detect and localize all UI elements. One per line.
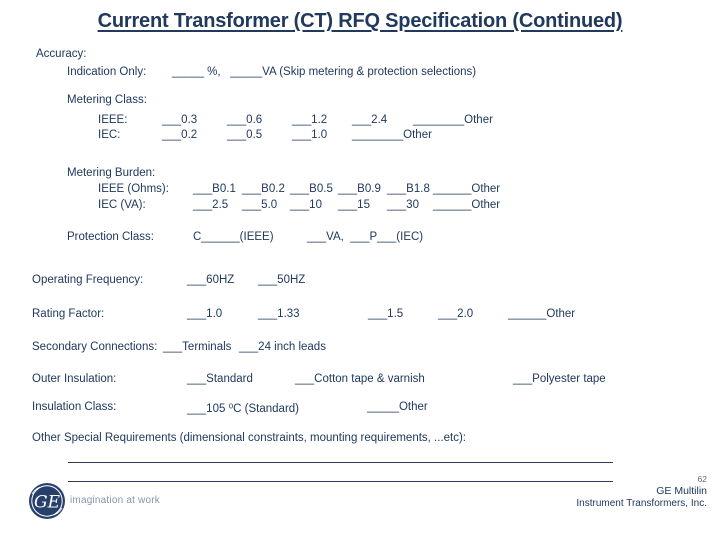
page-number: 62 [697, 474, 707, 484]
option: ___30 [387, 199, 419, 211]
form-row-protection-class: Protection Class: C______(IEEE) ___VA, _… [0, 231, 720, 247]
other-special-label: Other Special Requirements (dimensional … [32, 432, 467, 444]
metering-burden-label: Metering Burden: [67, 167, 156, 179]
option: ___0.3 [162, 114, 198, 126]
option: ___Polyester tape [513, 373, 606, 385]
metering-class-iec-label: IEC: [98, 129, 121, 141]
metering-class-ieee-label: IEEE: [98, 114, 128, 126]
footer-brand-line2: Instrument Transformers, Inc. [576, 498, 707, 509]
option: ___2.0 [438, 308, 474, 320]
option: ___5.0 [242, 199, 278, 211]
footer-brand-line1: GE Multilin [656, 485, 707, 497]
indication-only-label: Indication Only: [67, 66, 147, 78]
protection-class-ieee-value: C______(IEEE) [193, 231, 274, 243]
option: ___0.2 [162, 129, 198, 141]
option: ___0.5 [227, 129, 263, 141]
protection-class-label: Protection Class: [67, 231, 154, 243]
operating-frequency-label: Operating Frequency: [32, 274, 144, 286]
write-in-line-2 [68, 481, 613, 482]
option: ___24 inch leads [239, 341, 326, 353]
form-row-operating-frequency: Operating Frequency: ___60HZ ___50HZ [0, 274, 720, 290]
secondary-connections-label: Secondary Connections: [32, 341, 158, 353]
form-row-insulation-class: Insulation Class: ___105 ⁰C (Standard) _… [0, 401, 720, 417]
form-row-indication-only: Indication Only: _____ %, _____VA (Skip … [0, 66, 720, 82]
ge-tagline: imagination at work [70, 495, 160, 506]
svg-text:GE: GE [34, 493, 61, 513]
outer-insulation-label: Outer Insulation: [32, 373, 117, 385]
option: ______Other [433, 183, 501, 195]
option: ___1.0 [187, 308, 223, 320]
form-row-metering-class-ieee: IEEE: ___0.3 ___0.6 ___1.2 ___2.4 ______… [0, 114, 720, 130]
form-row-other-special: Other Special Requirements (dimensional … [0, 432, 720, 448]
option: ______Other [433, 199, 501, 211]
form-row-outer-insulation: Outer Insulation: ___Standard ___Cotton … [0, 373, 720, 389]
protection-class-iec-value: ___VA, ___P___(IEC) [307, 231, 424, 243]
form-row-metering-burden: Metering Burden: [0, 167, 720, 183]
ge-monogram-icon: GE [29, 483, 65, 519]
insulation-class-label: Insulation Class: [32, 401, 117, 413]
option: ___60HZ [187, 274, 235, 286]
form-row-metering-class-iec: IEC: ___0.2 ___0.5 ___1.0 ________Other [0, 129, 720, 145]
option: ___1.2 [292, 114, 328, 126]
indication-only-value: _____ %, _____VA (Skip metering & protec… [172, 66, 477, 78]
burden-iec-label: IEC (VA): [98, 199, 146, 211]
page-title: Current Transformer (CT) RFQ Specificati… [97, 10, 623, 32]
form-row-rating-factor: Rating Factor: ___1.0 ___1.33 ___1.5 ___… [0, 308, 720, 324]
option: ___15 [338, 199, 370, 211]
option: ___Terminals [163, 341, 232, 353]
option: ___B0.1 [193, 183, 236, 195]
write-in-line-1 [68, 462, 613, 463]
option: ___2.4 [352, 114, 388, 126]
option: ___105 ⁰C (Standard) [187, 403, 300, 415]
option: ___1.33 [258, 308, 300, 320]
option: ___Standard [187, 373, 253, 385]
option: ___B0.9 [338, 183, 381, 195]
form-row-burden-iec: IEC (VA): ___2.5 ___5.0 ___10 ___15 ___3… [0, 199, 720, 215]
option: ___2.5 [193, 199, 229, 211]
option: ___1.0 [292, 129, 328, 141]
option: ___10 [290, 199, 322, 211]
form-row-accuracy: Accuracy: [0, 48, 720, 64]
form-row-metering-class: Metering Class: [0, 94, 720, 110]
accuracy-label: Accuracy: [36, 48, 87, 60]
option: ___B0.2 [242, 183, 285, 195]
option: ___1.5 [368, 308, 404, 320]
option: ______Other [508, 308, 576, 320]
burden-ieee-label: IEEE (Ohms): [98, 183, 169, 195]
form-row-burden-ieee: IEEE (Ohms): ___B0.1 ___B0.2 ___B0.5 ___… [0, 183, 720, 199]
option: ___B1.8 [387, 183, 430, 195]
option: _____Other [367, 401, 428, 413]
rating-factor-label: Rating Factor: [32, 308, 105, 320]
option: ________Other [352, 129, 432, 141]
option: ___B0.5 [290, 183, 333, 195]
option: ___50HZ [258, 274, 306, 286]
option: ________Other [413, 114, 493, 126]
option: ___Cotton tape & varnish [295, 373, 425, 385]
option: ___0.6 [227, 114, 263, 126]
form-row-secondary-connections: Secondary Connections: ___Terminals ___2… [0, 341, 720, 357]
metering-class-label: Metering Class: [67, 94, 147, 106]
